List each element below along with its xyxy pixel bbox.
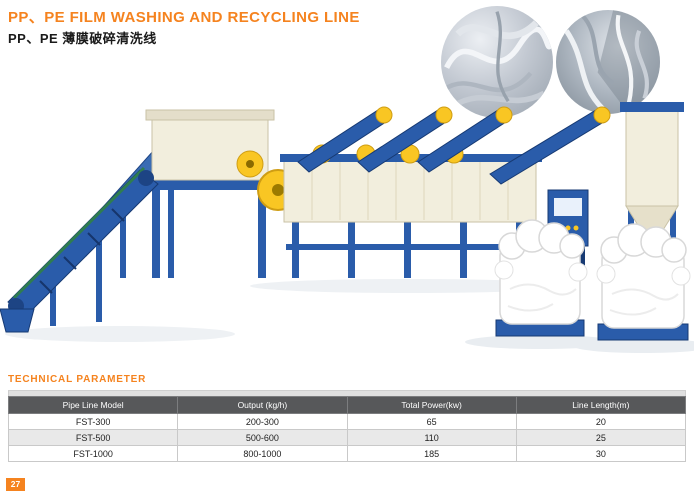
technical-parameter-table: Pipe Line Model Output (kg/h) Total Powe…	[7, 396, 687, 462]
cell-power: 65	[346, 413, 517, 430]
cell-length: 30	[515, 445, 687, 462]
washing-tank	[280, 144, 542, 278]
cell-output: 500-600	[177, 429, 348, 446]
ground-shadows	[5, 279, 694, 353]
page-subtitle: PP、PE 薄膜破碎清洗线	[8, 31, 157, 46]
cell-power: 110	[346, 429, 517, 446]
output-bag-2	[596, 223, 691, 341]
output-bag-1	[494, 219, 588, 337]
header-output: Output (kg/h)	[177, 396, 348, 414]
page-number-badge: 27	[6, 478, 25, 491]
plastic-film-photo-1	[441, 6, 553, 118]
technical-parameter-table-wrap: Pipe Line Model Output (kg/h) Total Powe…	[7, 390, 687, 462]
plastic-film-photo-2	[556, 10, 660, 114]
table-row: FST-300 200-300 65 20	[7, 413, 687, 430]
screw-conveyors	[297, 106, 611, 185]
cell-model: FST-500	[7, 429, 179, 446]
table-header-row: Pipe Line Model Output (kg/h) Total Powe…	[7, 396, 687, 414]
cell-power: 185	[346, 445, 517, 462]
crusher-machine	[145, 109, 275, 278]
front-conveyor	[0, 166, 159, 333]
cell-model: FST-1000	[7, 445, 179, 462]
page-title: PP、PE FILM WASHING AND RECYCLING LINE	[8, 9, 360, 26]
cell-length: 20	[515, 413, 687, 430]
machine-illustration	[0, 94, 694, 366]
cell-model: FST-300	[7, 413, 179, 430]
header-pipe-line-model: Pipe Line Model	[7, 396, 179, 414]
header-total-power: Total Power(kw)	[346, 396, 517, 414]
table-top-strip	[8, 390, 686, 396]
cell-output: 200-300	[177, 413, 348, 430]
table-row: FST-500 500-600 110 25	[7, 429, 687, 446]
table-row: FST-1000 800-1000 185 30	[7, 445, 687, 462]
cell-output: 800-1000	[177, 445, 348, 462]
header-line-length: Line Length(m)	[515, 396, 687, 414]
section-heading: TECHNICAL PARAMETER	[8, 374, 147, 385]
cell-length: 25	[515, 429, 687, 446]
